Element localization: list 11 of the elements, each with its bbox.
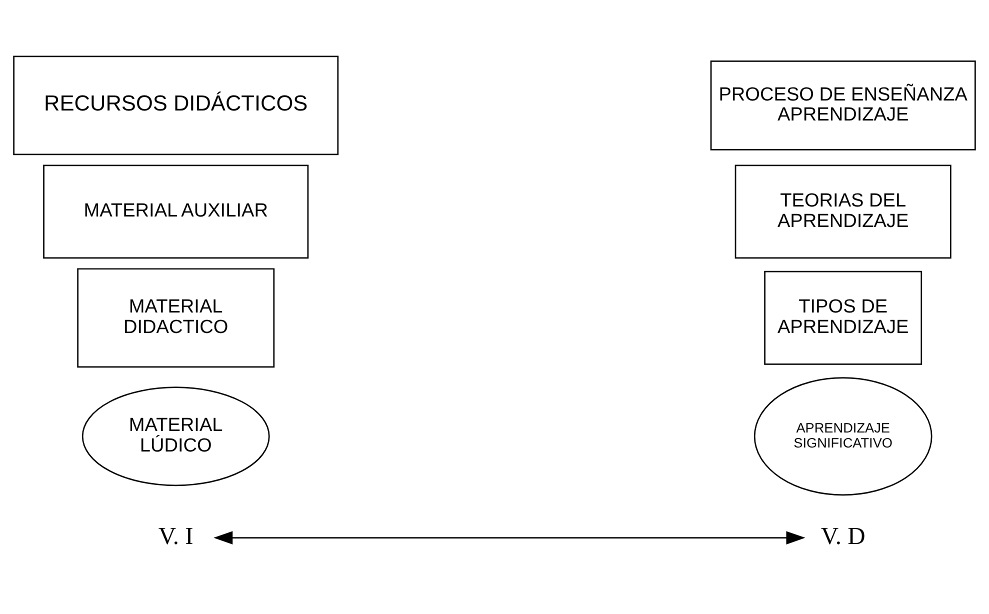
node-text: V. D — [820, 522, 866, 550]
node-text: V. I — [158, 522, 194, 550]
node-ellipse: APRENDIZAJE SIGNIFICATIVO — [754, 377, 932, 496]
node-box: MATERIAL DIDACTICO — [77, 268, 275, 368]
node-box: TIPOS DE APRENDIZAJE — [764, 270, 922, 365]
node-ellipse: MATERIAL LÚDICO — [82, 386, 270, 486]
node-box: RECURSOS DIDÁCTICOS — [13, 56, 339, 156]
node-box: TEORIAS DEL APRENDIZAJE — [734, 164, 952, 259]
node-box: PROCESO DE ENSEÑANZA APRENDIZAJE — [710, 60, 976, 150]
node-box: MATERIAL AUXILIAR — [43, 164, 309, 259]
arrow — [214, 531, 806, 544]
